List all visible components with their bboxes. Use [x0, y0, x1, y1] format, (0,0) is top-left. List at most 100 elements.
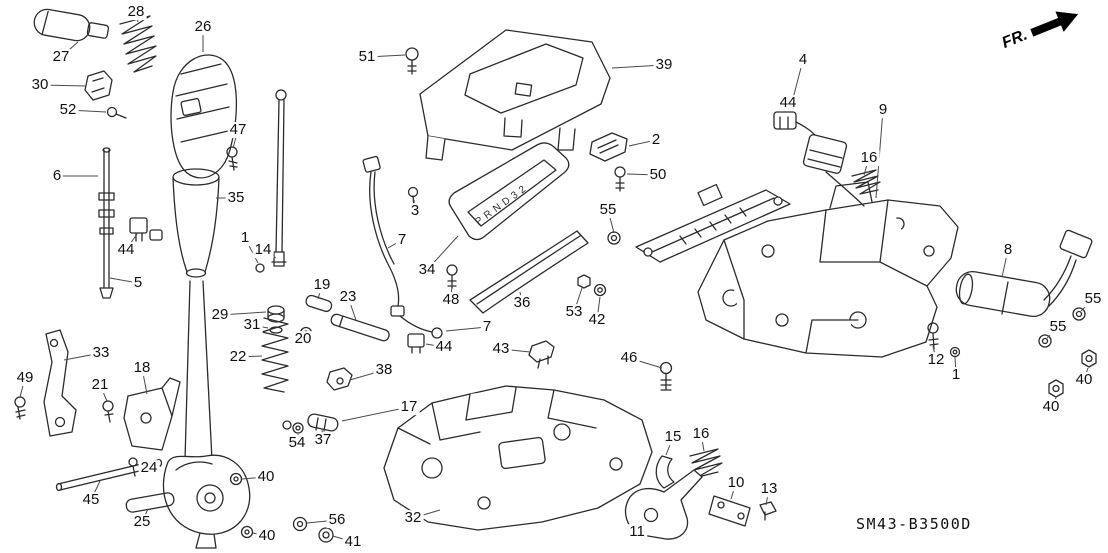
part-callout-38: 38 — [373, 361, 395, 379]
gear-position-switch — [635, 183, 791, 263]
part-callout-24: 24 — [138, 459, 160, 477]
hook-15 — [655, 455, 675, 489]
part-callout-5: 5 — [131, 274, 145, 292]
part-callout-49: 49 — [14, 369, 36, 387]
part-callout-33: 33 — [90, 344, 112, 362]
part-callout-55: 55 — [1082, 290, 1104, 308]
part-callout-45: 45 — [80, 491, 102, 509]
washer-1-left — [255, 263, 265, 273]
part-callout-46: 46 — [618, 349, 640, 367]
part-callout-8: 8 — [1001, 241, 1015, 259]
link-10 — [708, 495, 751, 527]
lever-bracket — [123, 377, 181, 451]
screw-51 — [405, 47, 419, 75]
part-callout-20: 20 — [292, 330, 314, 348]
leader-line-17 — [341, 406, 410, 422]
part-callout-7: 7 — [395, 231, 409, 249]
part-callout-55: 55 — [597, 201, 619, 219]
bolt-40-d — [240, 525, 254, 539]
indicator-panel: PRND32 — [448, 142, 570, 241]
part-callout-27: 27 — [50, 48, 72, 66]
part-callout-37: 37 — [312, 431, 334, 449]
bolt-40-c — [229, 472, 243, 486]
shift-lever — [162, 280, 251, 549]
clip-44-mid — [407, 333, 425, 354]
grommet-55-c — [1038, 334, 1052, 348]
washer-1-right — [949, 346, 961, 358]
part-callout-40: 40 — [1073, 371, 1095, 389]
part-callout-14: 14 — [252, 241, 274, 259]
part-callout-54: 54 — [286, 434, 308, 452]
part-callout-30: 30 — [29, 76, 51, 94]
bolt-12 — [927, 322, 939, 350]
part-callout-34: 34 — [416, 261, 438, 279]
part-callout-42: 42 — [586, 311, 608, 329]
fr-direction-arrow-icon — [1030, 11, 1078, 37]
part-callout-48: 48 — [440, 291, 462, 309]
grommet-55-left — [607, 231, 621, 245]
part-callout-1: 1 — [238, 229, 252, 247]
part-callout-56: 56 — [326, 511, 348, 529]
connector-2 — [589, 132, 628, 162]
part-callout-12: 12 — [925, 351, 947, 369]
clip-38 — [326, 367, 353, 391]
part-callout-19: 19 — [311, 276, 333, 294]
part-callout-36: 36 — [511, 294, 533, 312]
part-callout-9: 9 — [876, 101, 890, 119]
washer-54b — [282, 420, 292, 430]
part-callout-44: 44 — [115, 241, 137, 259]
part-callout-16: 16 — [858, 149, 880, 167]
center-bracket — [383, 385, 653, 531]
part-callout-39: 39 — [653, 56, 675, 74]
pin-37 — [307, 413, 339, 432]
part-callout-40: 40 — [256, 527, 278, 545]
part-callout-41: 41 — [342, 533, 364, 551]
solenoid — [955, 229, 1093, 318]
spring-22 — [261, 317, 289, 393]
leader-line-7 — [445, 326, 488, 332]
clip-43 — [528, 340, 555, 369]
part-callout-28: 28 — [125, 3, 147, 21]
part-callout-25: 25 — [131, 513, 153, 531]
lock-pin — [84, 70, 113, 101]
fr-label: FR. — [999, 26, 1030, 52]
mount-plate — [697, 181, 959, 358]
selector-rod — [271, 89, 287, 267]
screw-52 — [106, 106, 127, 119]
part-callout-51: 51 — [356, 48, 378, 66]
knob-button — [33, 8, 110, 42]
pin-19 — [305, 294, 333, 313]
part-callout-29: 29 — [209, 306, 231, 324]
shift-knob — [170, 54, 237, 179]
screw-47 — [226, 146, 238, 171]
grommet-55-b — [1072, 307, 1086, 321]
nut-53 — [577, 274, 591, 289]
part-callout-32: 32 — [402, 509, 424, 527]
part-callout-47: 47 — [227, 121, 249, 139]
part-callout-31: 31 — [241, 316, 263, 334]
part-callout-18: 18 — [131, 359, 153, 377]
washer-56 — [292, 516, 308, 532]
part-callout-16: 16 — [690, 425, 712, 443]
fr-direction: FR. — [998, 1, 1084, 56]
indicator-wire — [362, 155, 443, 339]
washer-42 — [593, 283, 607, 297]
detent-arm — [43, 329, 77, 437]
part-callout-6: 6 — [50, 167, 64, 185]
nut-40-a — [1081, 349, 1097, 368]
bolt-21 — [102, 400, 114, 423]
diagram-code: SM43-B3500D — [856, 515, 972, 533]
part-callout-3: 3 — [408, 202, 422, 220]
part-callout-52: 52 — [57, 101, 79, 119]
part-callout-44: 44 — [777, 94, 799, 112]
slider-guide — [469, 230, 589, 314]
part-callout-13: 13 — [758, 480, 780, 498]
part-callout-21: 21 — [89, 376, 111, 394]
part-callout-50: 50 — [647, 166, 669, 184]
part-callout-43: 43 — [490, 340, 512, 358]
clip-44-left — [129, 217, 163, 242]
console-bezel — [419, 29, 611, 161]
part-callout-55: 55 — [1047, 318, 1069, 336]
bolt-49 — [14, 396, 26, 420]
part-callout-53: 53 — [563, 303, 585, 321]
